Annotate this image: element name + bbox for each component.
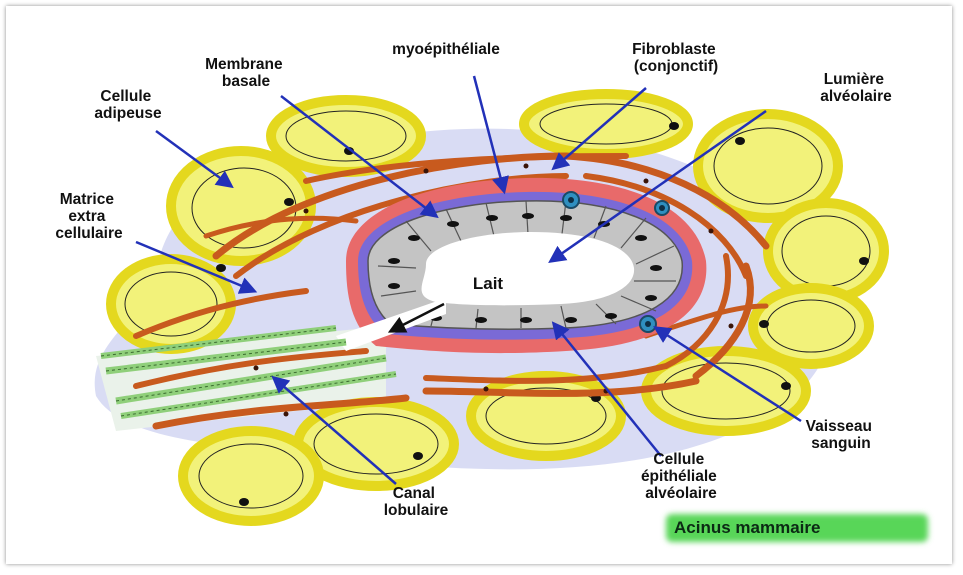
alveolar-lumen <box>422 232 635 305</box>
fat-cell <box>471 376 621 456</box>
label-line: Canal <box>393 485 435 502</box>
label-cellule-adipeuse: Cellule adipeuse <box>94 88 162 122</box>
label-line: Lumière <box>824 71 885 88</box>
blood-vessel <box>563 192 579 208</box>
label-line: myoépithéliale <box>392 41 500 58</box>
blood-vessel <box>655 201 669 215</box>
fat-cell <box>271 100 421 172</box>
figure-frame: Membrane basale myoépithéliale Fibroblas… <box>6 6 952 564</box>
label-line: Vaisseau <box>806 418 872 435</box>
label-line: extra <box>68 208 105 225</box>
blood-vessel <box>640 316 656 332</box>
label-cellule-myoepitheliale: myoépithéliale <box>392 41 500 58</box>
label-line: Cellule <box>100 88 151 105</box>
label-line: lobulaire <box>384 502 449 519</box>
fat-cell <box>183 431 319 521</box>
acinus-diagram: Membrane basale myoépithéliale Fibroblas… <box>6 6 952 564</box>
label-line: épithéliale <box>641 468 717 485</box>
label-vaisseau-sanguin: Vaisseau sanguin <box>806 418 877 452</box>
label-line: alvéolaire <box>645 485 717 502</box>
label-line: basale <box>222 73 271 90</box>
fat-cell <box>111 259 231 349</box>
label-line: adipeuse <box>94 105 162 122</box>
label-line: Fibroblaste <box>632 41 716 58</box>
label-line: Membrane <box>205 56 283 73</box>
label-line: Cellule <box>653 451 704 468</box>
label-lumiere-alveolaire: Lumière alvéolaire <box>820 71 892 105</box>
label-line: cellulaire <box>55 225 123 242</box>
label-line: Matrice <box>60 191 115 208</box>
label-line: alvéolaire <box>820 88 892 105</box>
diagram-title: Acinus mammaire <box>674 518 820 537</box>
label-lait: Lait <box>473 274 504 293</box>
label-fibroblaste: Fibroblaste (conjonctif) <box>632 41 720 75</box>
label-line: (conjonctif) <box>634 58 718 75</box>
label-canal-lobulaire: Canal lobulaire <box>384 485 449 519</box>
label-line: sanguin <box>811 435 870 452</box>
